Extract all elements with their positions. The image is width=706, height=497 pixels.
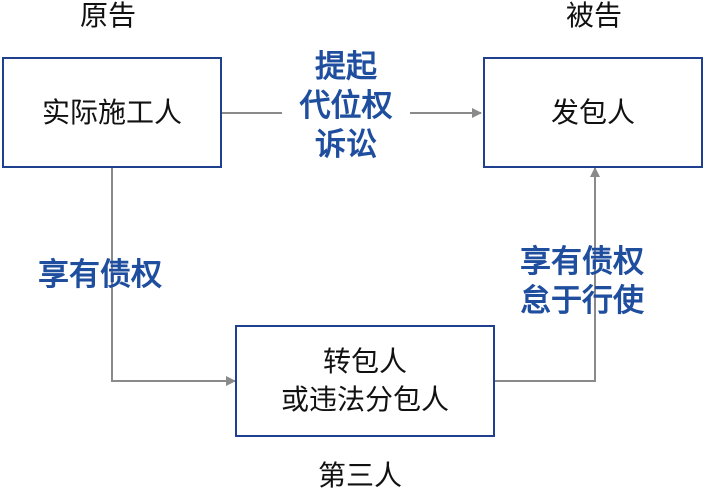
subcontractor-box: 转包人 或违法分包人 — [235, 325, 495, 437]
subcontractor-text-line1: 转包人 — [322, 345, 407, 379]
employer-text: 发包人 — [550, 95, 635, 129]
plaintiff-label: 原告 — [80, 0, 137, 32]
subrogation-label-line3: 诉讼 — [315, 126, 377, 163]
third-party-label: 第三人 — [318, 459, 403, 492]
arrow-has-claim — [111, 168, 236, 386]
defendant-label: 被告 — [566, 0, 623, 32]
idle-claim-label-line2: 怠于行使 — [520, 282, 644, 319]
idle-claim-label: 享有债权 怠于行使 — [520, 243, 644, 321]
employer-box: 发包人 — [483, 57, 703, 168]
subcontractor-text-line2: 或违法分包人 — [280, 383, 449, 416]
has-claim-label: 享有债权 — [38, 257, 162, 293]
actual-builder-text: 实际施工人 — [41, 95, 182, 129]
actual-builder-box: 实际施工人 — [2, 57, 222, 168]
arrow-idle-claim — [495, 167, 600, 382]
subrogation-label-line1: 提起 — [315, 49, 377, 85]
idle-claim-label-line1: 享有债权 — [520, 244, 644, 280]
subrogation-label: 提起 代位权 诉讼 — [282, 48, 410, 164]
subrogation-label-line2: 代位权 — [299, 87, 393, 124]
